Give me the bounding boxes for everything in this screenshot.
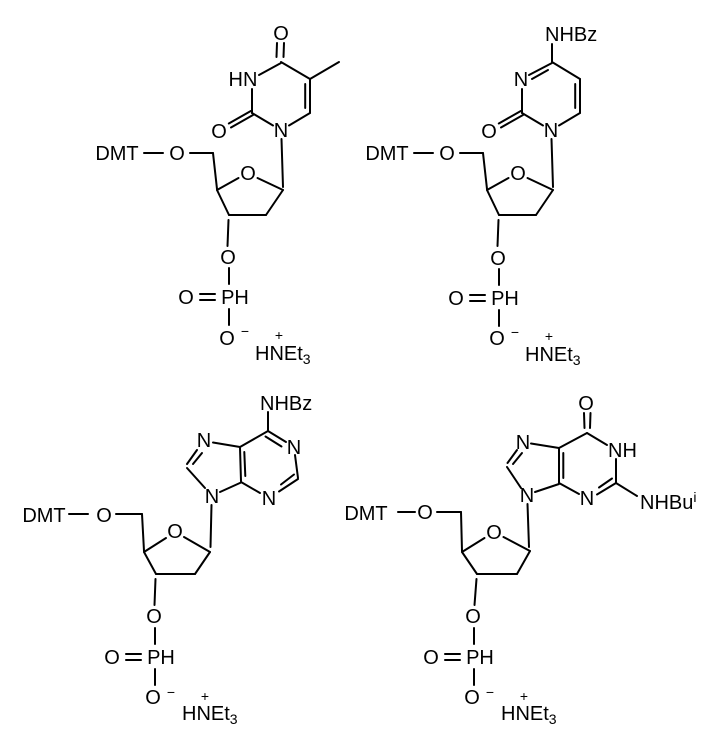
atom-label-anion-o: O — [464, 687, 480, 709]
n2-protecting-group-label: NHBui — [640, 489, 696, 514]
dmt-label: DMT — [344, 503, 387, 525]
structure-thymidine: O HN N O DMT O O O O PH O − + HNEt3 — [95, 23, 340, 367]
n6-protecting-group-label: NHBz — [260, 393, 312, 415]
cytosine-ring-bonds — [497, 43, 581, 188]
atom-label-o3: O — [465, 606, 481, 628]
atom-label-o5: O — [96, 505, 112, 527]
atom-label-o2: O — [211, 121, 227, 143]
sugar-bonds — [413, 152, 554, 247]
charge-plus-label: + — [520, 688, 528, 704]
atom-label-o6: O — [578, 393, 594, 415]
counterion-text: HNEt — [182, 703, 230, 725]
atom-label-ring-o: O — [510, 163, 526, 185]
n2-protecting-group-text: NHBu — [640, 492, 693, 514]
atom-label-ring-o: O — [486, 522, 502, 544]
atom-label-o5: O — [169, 143, 185, 165]
atom-label-phosphoryl-o: O — [448, 288, 464, 310]
counterion-subscript: 3 — [573, 352, 581, 368]
phosphonate-bonds — [125, 627, 156, 686]
counterion-label: HNEt3 — [255, 343, 311, 367]
adenine-ring-bonds — [186, 411, 299, 548]
charge-minus-label: − — [486, 684, 494, 700]
counterion-text: HNEt — [525, 344, 573, 366]
atom-label-o4: O — [273, 23, 289, 45]
dmt-label: DMT — [95, 143, 138, 165]
guanine-ring-bonds — [506, 412, 638, 548]
structure-cytidine-bz: NHBz N N O DMT O O O O PH O − + HNEt3 — [365, 24, 597, 368]
atom-label-phosphoryl-o: O — [104, 647, 120, 669]
atom-label-anion-o: O — [489, 328, 505, 350]
atom-label-hn3: HN — [229, 69, 258, 91]
atom-label-n7: N — [516, 432, 530, 454]
atom-label-o3: O — [490, 248, 506, 270]
atom-label-o5: O — [439, 143, 455, 165]
atom-label-n1: N — [274, 120, 288, 142]
dmt-label: DMT — [365, 143, 408, 165]
charge-plus-label: + — [201, 688, 209, 704]
atom-label-n9: N — [205, 486, 219, 508]
charge-plus-label: + — [545, 328, 553, 344]
charge-minus-label: − — [511, 324, 519, 340]
atom-label-ring-o: O — [167, 521, 183, 543]
sugar-bonds — [143, 152, 284, 247]
counterion-subscript: 3 — [303, 351, 311, 367]
phosphonate-bonds — [199, 267, 230, 326]
counterion-text: HNEt — [501, 703, 549, 725]
atom-label-n3: N — [514, 69, 528, 91]
atom-label-ph: PH — [491, 288, 519, 310]
atom-label-ring-o: O — [240, 163, 256, 185]
atom-label-o3: O — [146, 606, 162, 628]
atom-label-n3: N — [262, 488, 276, 510]
atom-label-ph: PH — [147, 647, 175, 669]
atom-label-o2: O — [481, 121, 497, 143]
atom-label-anion-o: O — [145, 687, 161, 709]
atom-label-n7: N — [197, 430, 211, 452]
n2-protecting-group-superscript: i — [693, 489, 696, 505]
atom-label-ph: PH — [466, 647, 494, 669]
sugar-bonds — [397, 511, 531, 606]
charge-plus-label: + — [275, 327, 283, 343]
atom-label-n3: N — [580, 488, 594, 510]
phosphonate-bonds — [469, 268, 500, 327]
counterion-label: HNEt3 — [525, 344, 581, 368]
atom-label-phosphoryl-o: O — [178, 287, 194, 309]
counterion-subscript: 3 — [549, 711, 557, 727]
atom-label-n9: N — [520, 485, 534, 507]
thymine-ring-bonds — [227, 42, 340, 188]
charge-minus-label: − — [167, 684, 175, 700]
atom-label-phosphoryl-o: O — [423, 647, 439, 669]
structure-guanosine-ibu: O NH NHBui N N N DMT O O O O PH O − + HN… — [344, 393, 696, 727]
charge-minus-label: − — [241, 323, 249, 339]
counterion-text: HNEt — [255, 343, 303, 365]
counterion-label: HNEt3 — [501, 703, 557, 727]
atom-label-o5: O — [417, 502, 433, 524]
structure-adenosine-bz: NHBz N N N N DMT O O O O PH O − + HNEt3 — [22, 393, 312, 727]
n4-protecting-group-label: NHBz — [545, 24, 597, 46]
counterion-label: HNEt3 — [182, 703, 238, 727]
atom-label-o3: O — [220, 247, 236, 269]
atom-label-n1: N — [287, 437, 301, 459]
atom-label-anion-o: O — [219, 328, 235, 350]
sugar-bonds — [68, 513, 211, 606]
phosphonate-bonds — [444, 627, 475, 686]
atom-label-n1h: NH — [608, 440, 637, 462]
atom-label-n1: N — [544, 120, 558, 142]
counterion-subscript: 3 — [230, 711, 238, 727]
dmt-label: DMT — [22, 505, 65, 527]
atom-label-ph: PH — [221, 287, 249, 309]
